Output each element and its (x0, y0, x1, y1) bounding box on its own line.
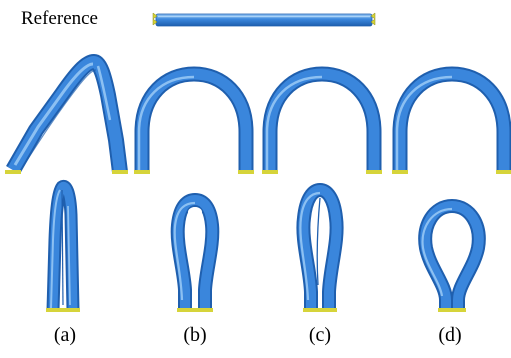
rod-d-top-support-left (392, 170, 408, 174)
panel-label-a: (a) (53, 324, 77, 346)
rod-a-top (5, 54, 128, 174)
rod-d-top (392, 66, 511, 174)
rod-c-bottom (296, 183, 344, 312)
rod-a-top-support-left (5, 170, 21, 174)
rod-a-bottom-support (46, 308, 80, 312)
rod-d-bottom-support (438, 308, 466, 312)
rod-d-bottom (418, 199, 486, 312)
rod-c-top-support-right (366, 170, 382, 174)
panel-label-c: (c) (308, 324, 332, 346)
rod-b-bottom-support (177, 308, 213, 312)
rod-c-bottom-support (303, 308, 337, 312)
reference-right-support (370, 12, 376, 26)
rod-c-top-support-left (262, 170, 278, 174)
rod-a-bottom (46, 179, 80, 312)
panel-label-b: (b) (183, 324, 207, 346)
rod-b-top-support-right (238, 170, 254, 174)
rod-a-top-support-right (112, 170, 128, 174)
reference-left-support (152, 12, 158, 26)
rod-b-top (134, 66, 254, 174)
reference-rod (152, 12, 376, 27)
rod-b-top-support-left (134, 170, 150, 174)
rod-d-top-support-right (496, 170, 511, 174)
rod-b-bottom (170, 193, 220, 312)
rod-c-top (262, 66, 382, 174)
panel-label-d: (d) (438, 324, 462, 346)
reference-label: Reference (21, 8, 98, 29)
